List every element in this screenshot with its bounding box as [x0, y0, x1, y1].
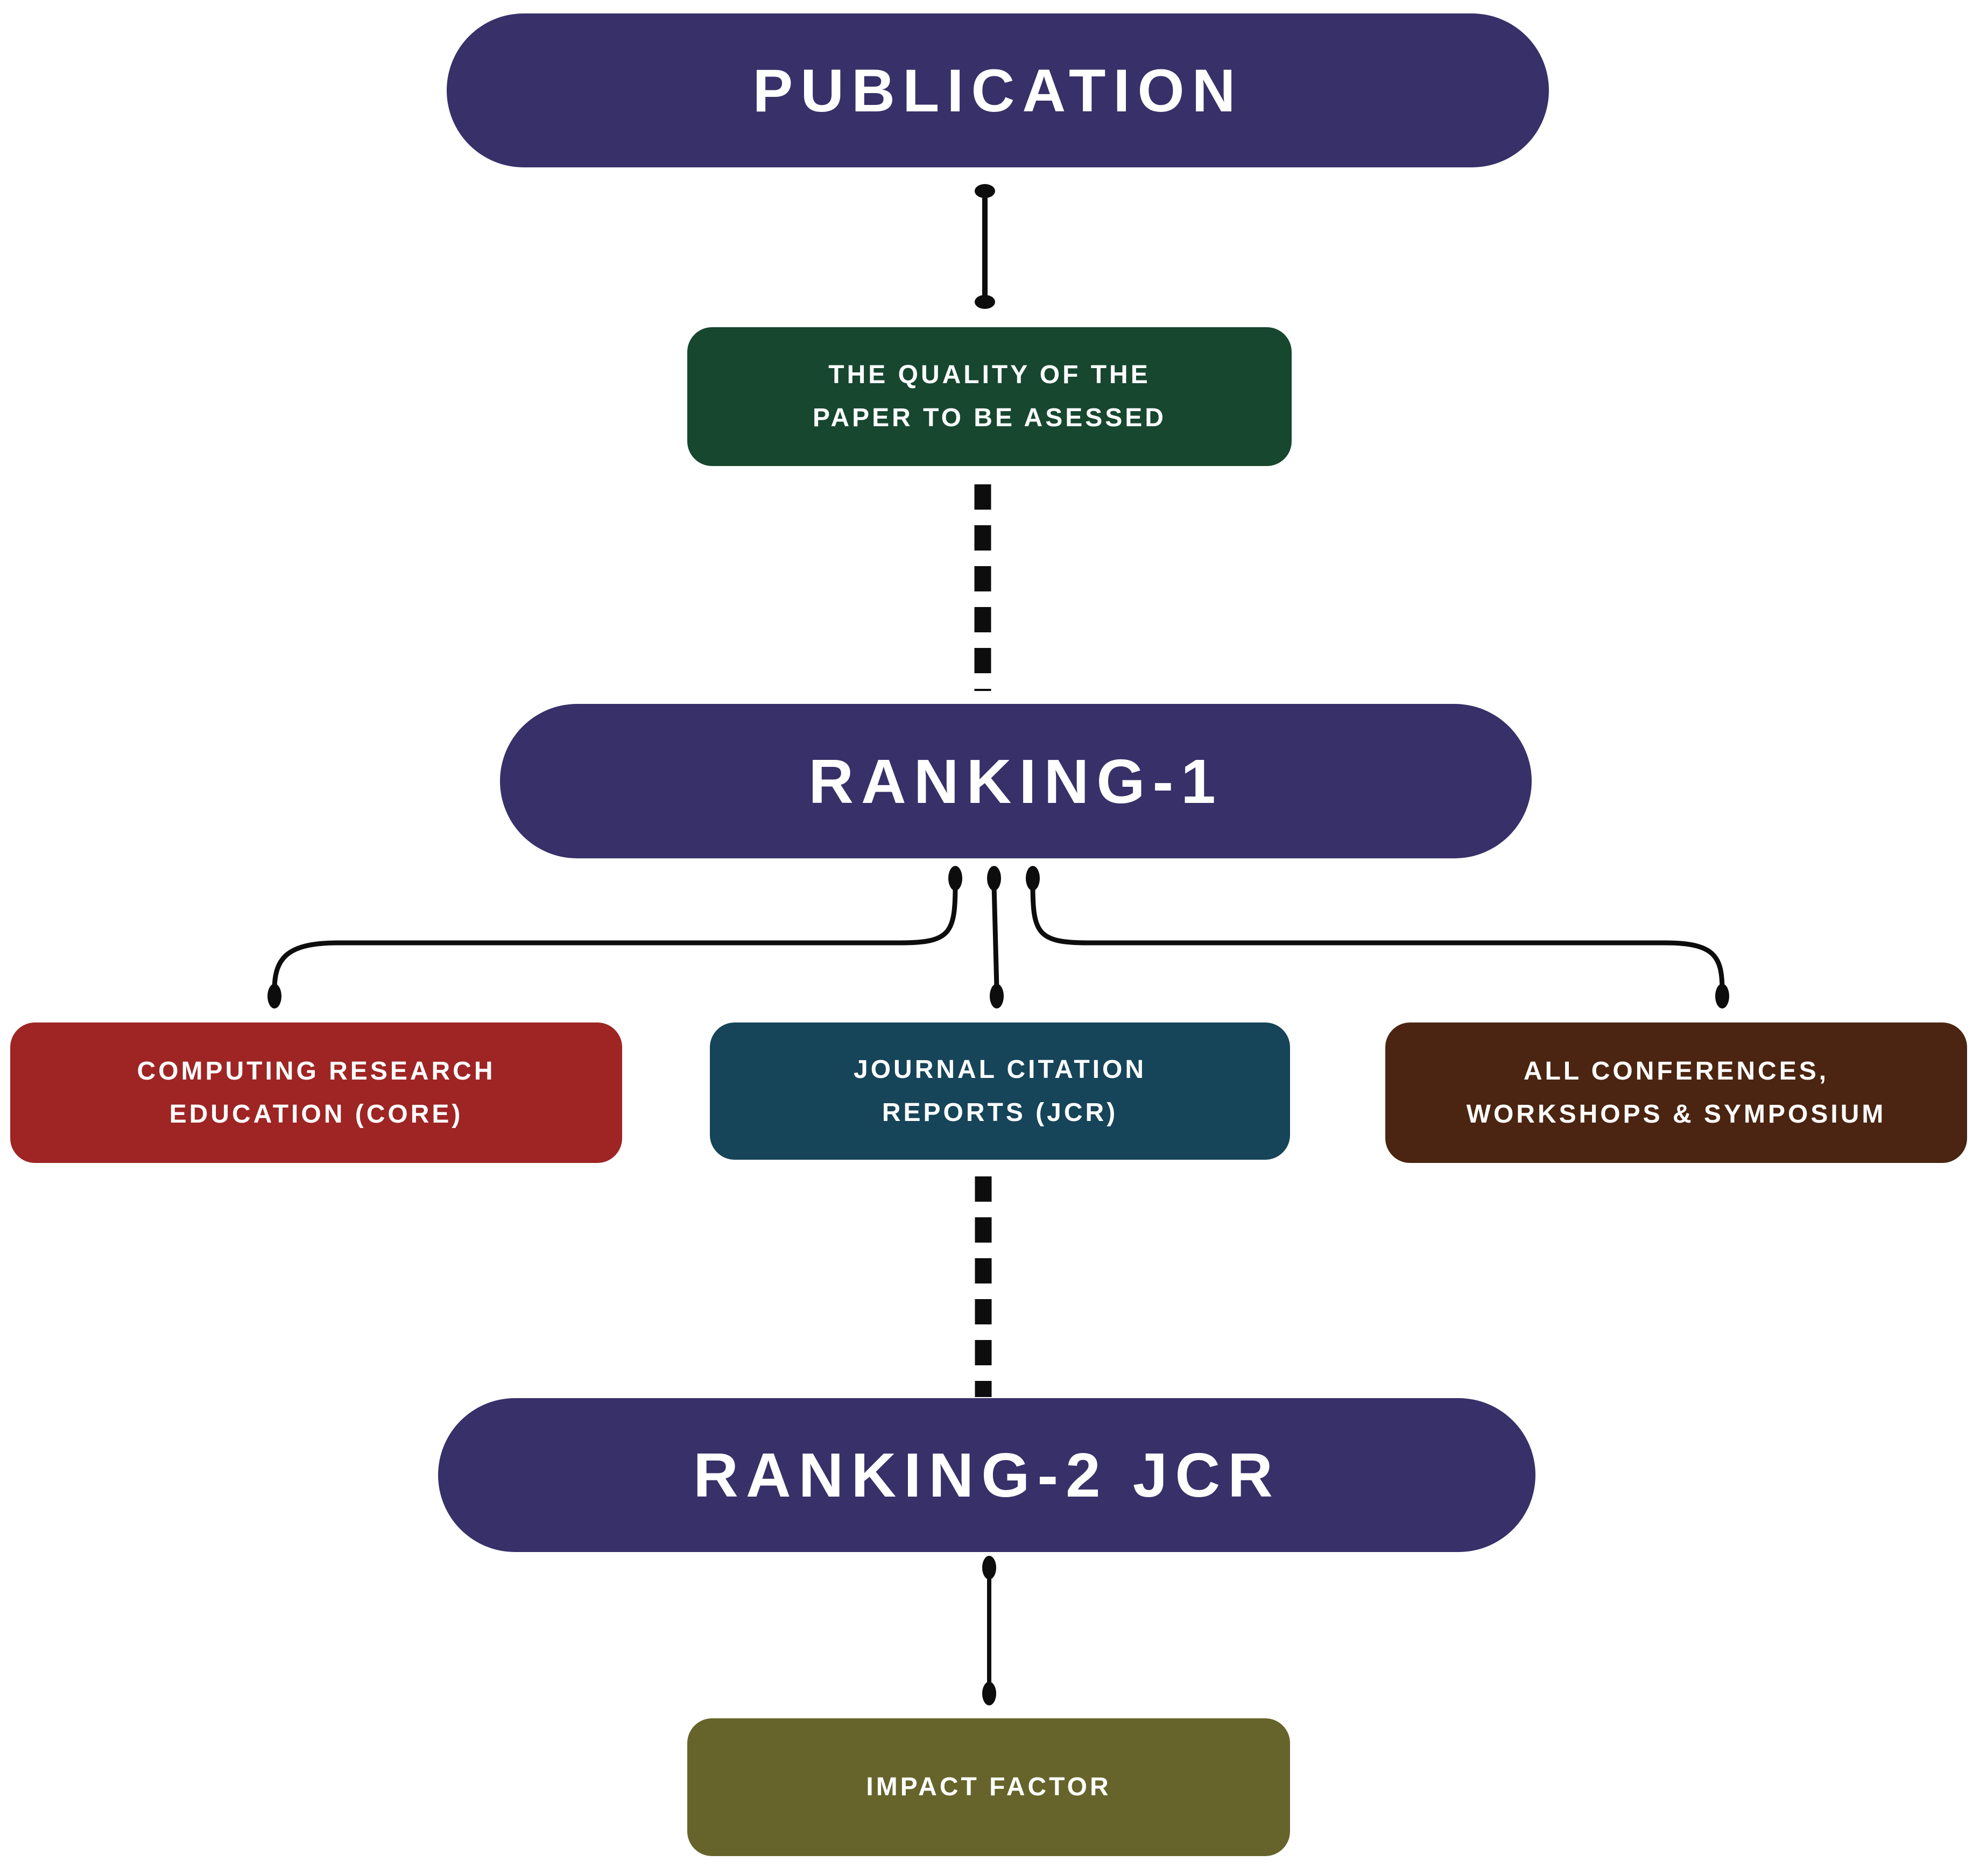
connector-endpoint-dot [982, 1682, 996, 1705]
node-jcr-line2: REPORTS (JCR) [882, 1098, 1118, 1127]
branch-terminal-dot-middle [990, 984, 1004, 1008]
branch-path-right [1030, 885, 1725, 989]
node-jcr-line1: JOURNAL CITATION [854, 1055, 1146, 1084]
branch-path-middle [991, 885, 999, 989]
connector-endpoint-dot [975, 184, 995, 198]
node-core-line1: COMPUTING RESEARCH [137, 1056, 496, 1085]
node-quality-line2: PAPER TO BE ASESSED [813, 404, 1166, 432]
node-quality-line1: THE QUALITY OF THE [828, 361, 1151, 389]
node-publication: PUBLICATION [447, 13, 1549, 167]
node-core: COMPUTING RESEARCH EDUCATION (CORE) [10, 1022, 622, 1163]
connector-publication-quality [975, 184, 995, 309]
node-jcr: JOURNAL CITATION REPORTS (JCR) [710, 1022, 1290, 1160]
node-impact-factor-label: IMPACT FACTOR [866, 1773, 1111, 1801]
node-ranking-1-label: RANKING-1 [808, 746, 1223, 816]
node-ranking-2-jcr: RANKING-2 JCR [438, 1398, 1535, 1552]
branch-terminal-dot-right [1715, 984, 1729, 1008]
connector-endpoint-dot [982, 1556, 996, 1579]
node-impact-factor: IMPACT FACTOR [687, 1718, 1290, 1856]
branch-path-left [272, 885, 958, 989]
node-publication-label: PUBLICATION [752, 57, 1243, 124]
connector-endpoint-dot [975, 295, 995, 309]
node-quality-of-paper: THE QUALITY OF THE PAPER TO BE ASESSED [687, 327, 1292, 466]
node-ranking-1: RANKING-1 [500, 704, 1532, 858]
connector-ranking2-impact [982, 1556, 996, 1705]
branch-source-dot [1026, 866, 1040, 891]
node-conferences-line2: WORKSHOPS & SYMPOSIUM [1466, 1099, 1886, 1129]
branch-source-dot [987, 866, 1001, 891]
node-conferences-line1: ALL CONFERENCES, [1523, 1056, 1829, 1085]
branch-source-dot [948, 866, 962, 891]
branch-terminal-dot-left [267, 984, 281, 1008]
node-ranking-2-jcr-label: RANKING-2 JCR [693, 1440, 1280, 1510]
node-conferences: ALL CONFERENCES, WORKSHOPS & SYMPOSIUM [1385, 1022, 1967, 1163]
branch-connector-ranking1 [267, 866, 1729, 1008]
node-core-line2: EDUCATION (CORE) [169, 1099, 463, 1129]
